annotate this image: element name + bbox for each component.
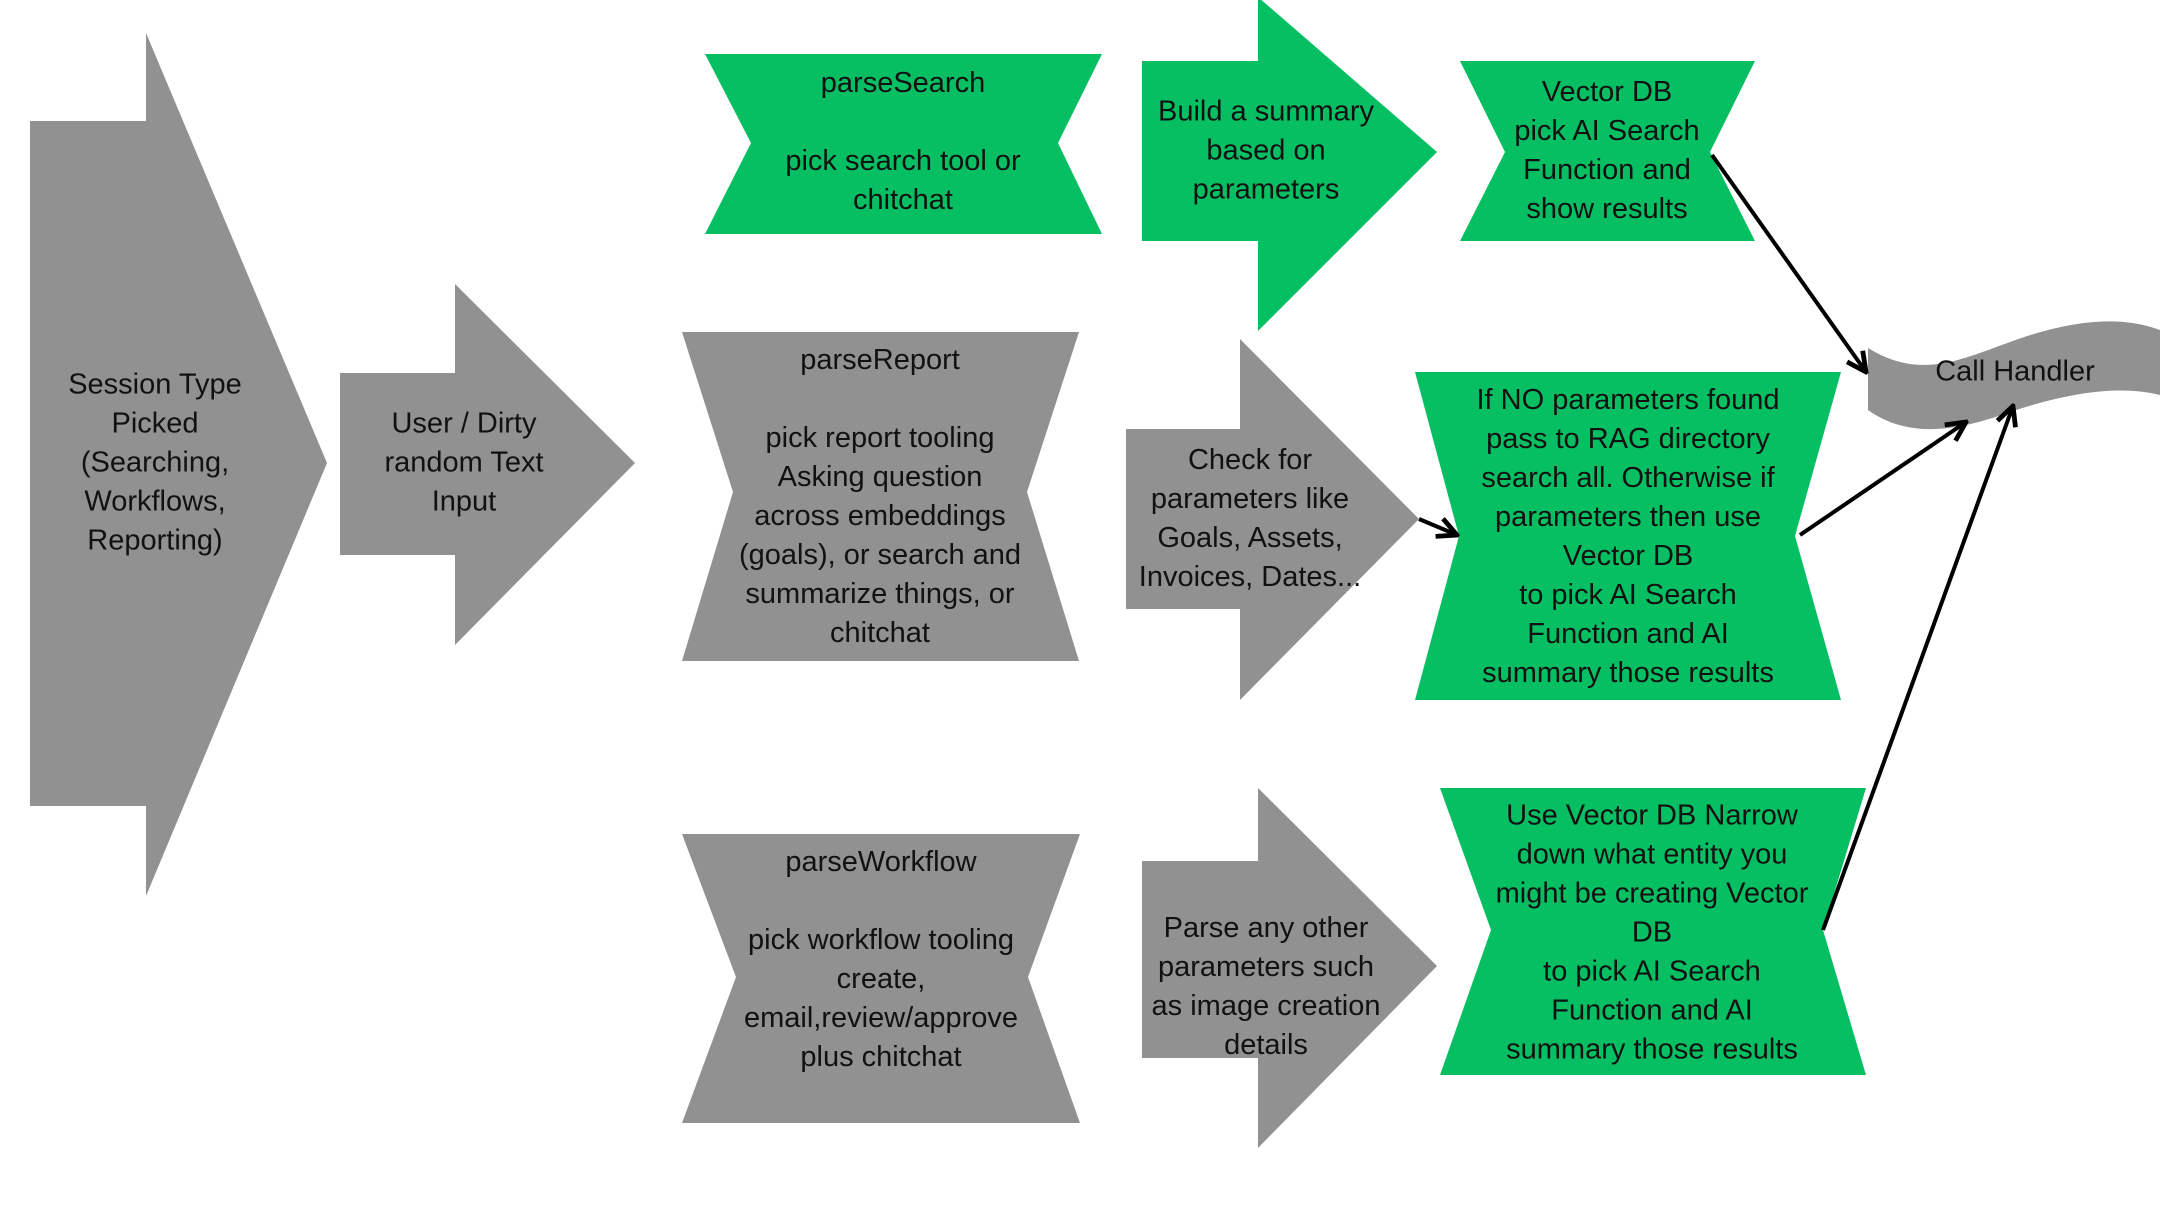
node-text-line: summary those results [1482,657,1774,689]
parse-search-shape [705,54,1102,234]
node-text-line: Picked [111,407,199,440]
node-text-line: If NO parameters found [1476,384,1780,416]
node-text-line: summarize things, or [745,578,1015,610]
node-text-line: (goals), or search and [738,539,1022,571]
node-text-line: plus chitchat [800,1041,962,1073]
parse-search-label: parseSearch pick search tool or chitchat [785,64,1020,220]
node-text-line: pick report tooling [765,422,995,454]
node-text-line: random Text [384,446,544,479]
node-text-line: Call Handler [1935,355,2095,388]
node-text-line: email,review/approve [743,1002,1019,1034]
call-handler-shape [1868,321,2160,430]
node-text-line: parameters such [1158,951,1374,983]
node-text-line: Function and AI [1527,618,1729,650]
edge-workflow-to-call-handler [1821,406,2013,931]
vector-db-search-shape [1460,61,1755,241]
node-title: parseSearch [820,67,986,99]
node-text-line: pass to RAG directory [1486,423,1770,455]
parse-workflow-label: parseWorkflow pick workflow tooling create… [744,843,1018,1077]
node-text-line: DB [1631,916,1673,949]
call-handler-label: Call Handler [1935,353,2095,392]
node-title: parseWorkflow [785,846,977,878]
node-text-line: Input [431,485,497,518]
edge-check-to-rag [1418,519,1457,535]
node-text-line: Asking question [777,461,983,493]
edge-vector-db-to-call-handler [1710,153,1866,372]
check-params-shape [1126,339,1419,700]
build-summary-label: Build a summary based on parameters [1158,93,1374,210]
rag-or-vector-label: If NO parameters found pass to RAG direct… [1476,381,1779,693]
node-text-line: Check for [1187,444,1313,476]
node-text-line: Workflows, [84,485,226,518]
node-title: parseReport [800,344,960,376]
vector-db-workflow-shape [1440,788,1866,1075]
user-input-shape [340,284,635,645]
node-text-line: (Searching, [80,446,230,479]
node-text-line: Reporting) [87,524,223,557]
vector-db-workflow-label: Use Vector DB Narrow down what entity you… [1496,797,1809,1070]
node-text-line: pick AI Search [1514,115,1700,147]
node-text-line: as image creation [1151,990,1381,1022]
parse-other-label: Parse any other parameters such as image c… [1152,909,1381,1065]
node-text-line: pick workflow tooling [748,924,1014,956]
node-text-line: Function and [1523,154,1691,186]
node-text-line: Parse any other [1163,912,1369,944]
node-text-line: create, [836,963,926,995]
parse-workflow-shape [682,834,1080,1123]
node-text-line: to pick AI Search [1519,579,1737,611]
node-text-line: summary those results [1506,1033,1798,1066]
node-text-line: to pick AI Search [1543,955,1761,988]
node-text-line: parameters like [1150,483,1350,515]
node-text-line: down what entity you [1516,838,1788,871]
node-text-line: parameters [1192,173,1340,206]
parse-report-shape [682,332,1079,661]
node-text-line: Function and AI [1551,994,1753,1027]
node-text-line: chitchat [830,617,930,649]
node-text-line: based on [1206,134,1326,167]
session-type-shape [30,33,327,896]
rag-or-vector-shape [1415,372,1841,700]
node-text-line: Vector DB [1541,76,1673,108]
node-text-line: might be creating Vector [1495,877,1809,910]
node-text-line: parameters then use [1495,501,1761,533]
node-text-line: details [1224,1029,1308,1061]
node-text-line: chitchat [853,184,953,216]
node-text-line: show results [1526,193,1688,225]
node-text-line: across embeddings [754,500,1006,532]
node-text-line: Session Type [68,368,242,401]
node-text-line: User / Dirty [391,407,537,440]
node-text-line: Vector DB [1562,540,1694,572]
node-text-line: search all. Otherwise if [1481,462,1775,494]
build-summary-shape [1142,0,1437,331]
node-text-line: pick search tool or [785,145,1021,177]
node-text-line: Goals, Assets, [1157,522,1343,554]
node-text-line: Use Vector DB Narrow [1506,799,1798,832]
node-text-line: Invoices, Dates... [1138,561,1362,593]
node-text-line: Build a summary [1158,95,1374,128]
edge-rag-to-call-handler [1798,422,1966,537]
parse-other-shape [1142,788,1437,1148]
